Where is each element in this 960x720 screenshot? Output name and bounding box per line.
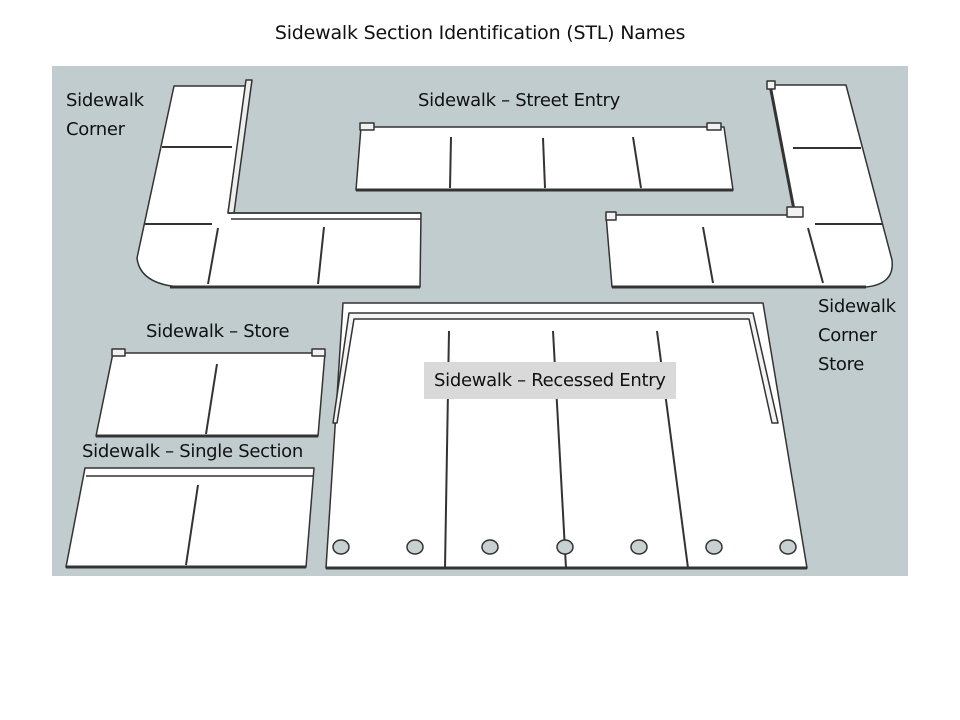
hole-1: [332, 539, 350, 555]
piece-sidewalk-recessed-entry: [325, 302, 808, 570]
recessed-entry-holes: [332, 539, 797, 555]
label-sidewalk-single-section: Sidewalk – Single Section: [82, 441, 303, 462]
hole-7: [779, 539, 797, 555]
piece-sidewalk-corner-store: [605, 80, 893, 289]
piece-sidewalk-store: [95, 348, 326, 438]
piece-sidewalk-single-section: [65, 467, 315, 569]
hole-2: [406, 539, 424, 555]
piece-sidewalk-corner: [136, 79, 422, 289]
label-sidewalk-corner-store: Sidewalk Corner Store: [818, 296, 896, 375]
label-sidewalk-store: Sidewalk – Store: [146, 321, 290, 342]
hole-6: [705, 539, 723, 555]
hole-3: [481, 539, 499, 555]
label-sidewalk-corner: Sidewalk Corner: [66, 90, 144, 140]
page-title: Sidewalk Section Identification (STL) Na…: [274, 22, 686, 44]
piece-sidewalk-street-entry: [355, 122, 734, 192]
label-sidewalk-recessed-entry: Sidewalk – Recessed Entry: [424, 362, 676, 399]
hole-5: [630, 539, 648, 555]
hole-4: [556, 539, 574, 555]
label-sidewalk-street-entry: Sidewalk – Street Entry: [418, 90, 620, 111]
